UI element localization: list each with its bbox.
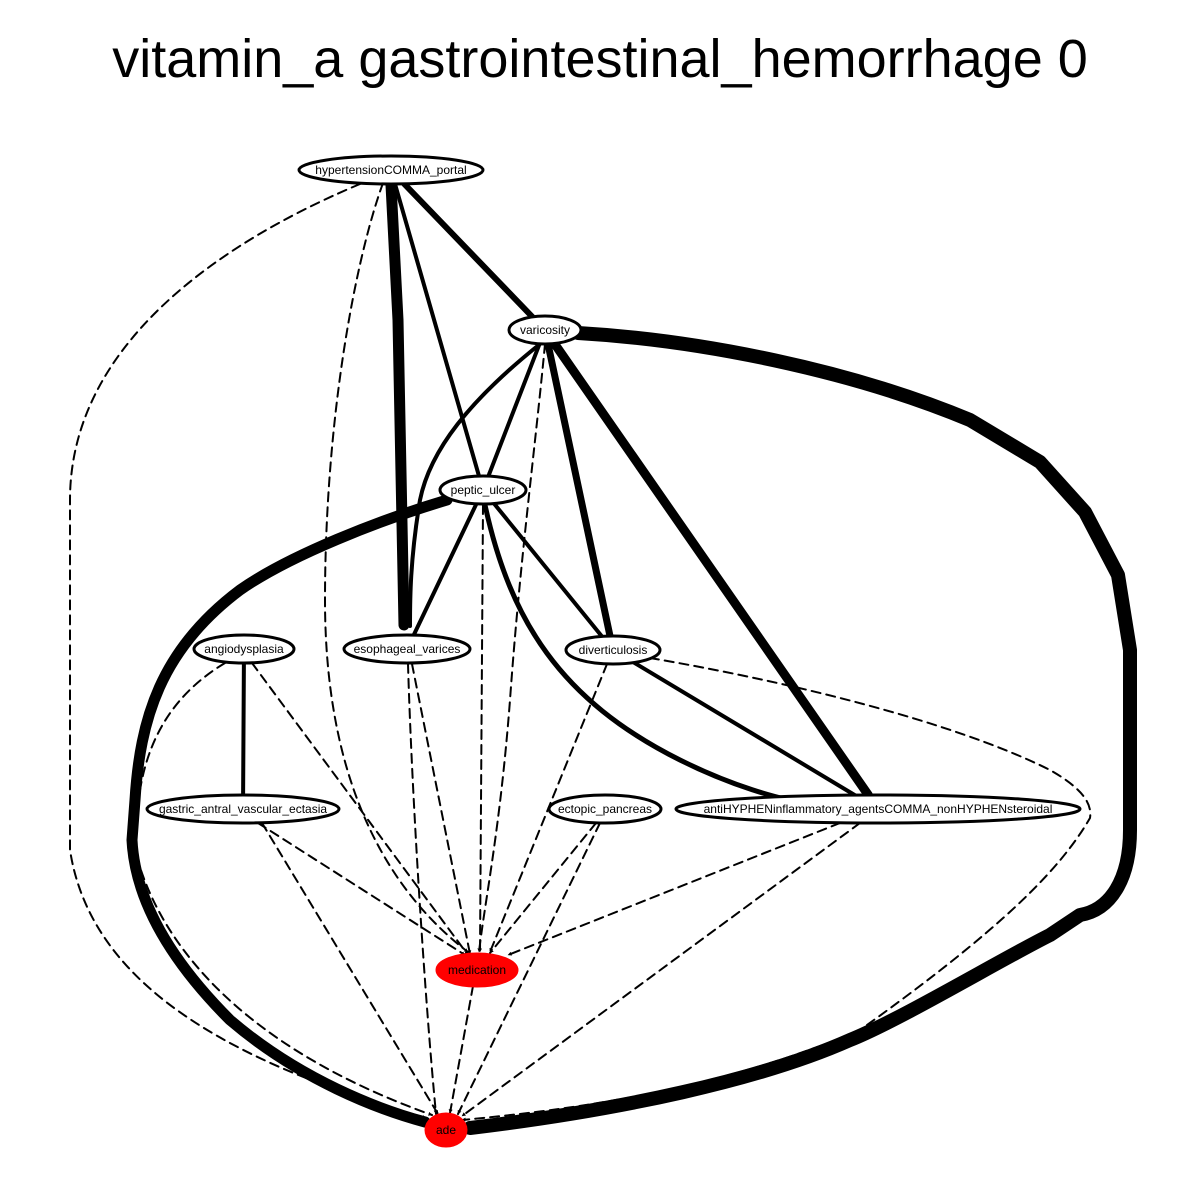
node-shape [145,793,341,825]
node-ade: ade [424,1112,468,1148]
edge-peptic-to-divert [492,501,604,639]
node-shape [507,314,583,346]
edge-divert-to-nsaid [631,660,857,798]
edge-hypertension-to-esoph [385,179,410,631]
edge-hypertension-to-peptic [393,182,481,479]
node-shape [438,474,528,506]
edge-nsaid-to-medication [507,822,841,956]
node-shape [297,154,485,186]
edge-hypertension-to-medication [324,182,469,953]
edge-angio-to-ade [134,662,433,1116]
node-label: hypertensionCOMMA_portal [315,163,466,177]
node-label: esophageal_varices [354,642,461,656]
edge-layer [69,179,1137,1135]
edge-gastric-to-medication [257,822,466,956]
edge-hypertension-to-ade [69,183,427,1119]
edge-divert-to-ade [461,657,1092,1122]
node-peptic: peptic_ulcer [438,474,528,506]
node-shape [564,634,662,666]
node-shape [424,1112,468,1148]
node-layer: hypertensionCOMMA_portal varicosity peptic… [145,154,1082,1148]
node-ectopic: ectopic_pancreas [547,793,663,825]
node-shape [435,952,519,988]
node-hypertension: hypertensionCOMMA_portal [297,154,485,186]
node-shape [192,633,296,665]
node-angio: angiodysplasia [192,633,296,665]
node-varicosity: varicosity [507,314,583,346]
edge-varicosity-to-esoph [408,342,542,628]
edge-esoph-to-medication [411,663,472,955]
node-label: ade [436,1123,456,1137]
node-label: peptic_ulcer [451,483,516,497]
node-shape [342,633,472,665]
edge-angio-to-gastric [241,661,246,797]
edge-angio-to-medication [251,662,469,956]
node-shape [547,793,663,825]
node-label: angiodysplasia [204,642,284,656]
edge-varicosity-to-peptic [486,341,542,479]
node-shape [674,793,1082,825]
edge-ectopic-to-medication [489,822,597,954]
edge-peptic-to-medication [478,504,484,953]
edge-nsaid-to-ade [461,822,861,1117]
edge-medication-to-ade [448,985,474,1114]
edge-gastric-to-ade [261,822,439,1115]
node-nsaid: antiHYPHENinflammatory_agentsCOMMA_nonHY… [674,793,1082,825]
edge-peptic-to-nsaid [482,502,811,806]
node-medication: medication [435,952,519,988]
node-label: antiHYPHENinflammatory_agentsCOMMA_nonHY… [704,802,1053,816]
node-label: varicosity [520,323,570,337]
node-esoph: esophageal_varices [342,633,472,665]
edge-peptic-to-ade [126,494,453,1128]
edge-varicosity-to-ade [463,326,1137,1135]
node-gastric: gastric_antral_vascular_ectasia [145,793,341,825]
node-label: ectopic_pancreas [558,802,652,816]
edge-varicosity-to-divert [544,340,614,640]
edge-hypertension-to-varicosity [401,180,536,320]
edge-varicosity-to-nsaid [549,339,873,800]
edge-ectopic-to-ade [457,822,601,1115]
edge-peptic-to-esoph [411,501,479,638]
edge-varicosity-to-medication [477,343,546,953]
node-divert: diverticulosis [564,634,662,666]
diagram-title: vitamin_a gastrointestinal_hemorrhage 0 [112,29,1088,89]
node-label: gastric_antral_vascular_ectasia [159,802,327,816]
edge-esoph-to-ade [407,663,438,1115]
node-label: diverticulosis [579,643,648,657]
node-label: medication [448,963,506,977]
